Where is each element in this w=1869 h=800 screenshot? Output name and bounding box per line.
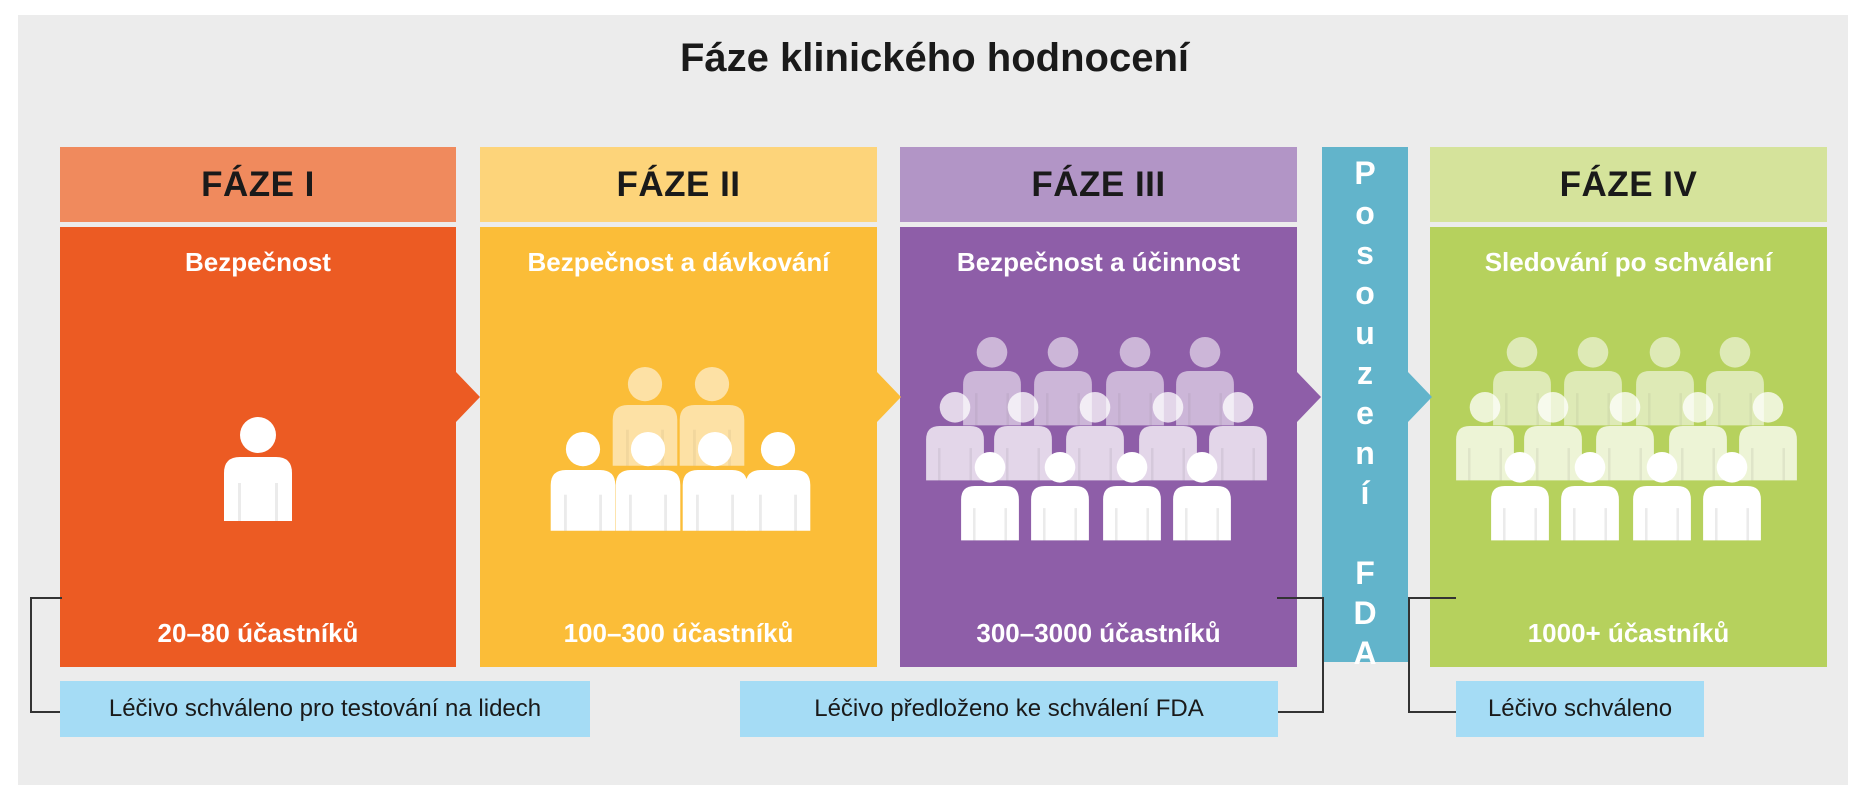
person-icon: [615, 432, 681, 531]
fda-review-letter: u: [1355, 315, 1375, 351]
phase-4-header: FÁZE IV: [1430, 147, 1827, 222]
note-drug-approved: Léčivo schváleno: [1456, 681, 1704, 737]
fda-review-letter: D: [1353, 595, 1377, 631]
phase-3-subtitle: Bezpečnost a účinnost: [956, 247, 1241, 277]
phase-4-subtitle: Sledování po schválení: [1484, 247, 1773, 277]
person-icon: [1703, 452, 1761, 541]
person-icon: [1066, 392, 1124, 481]
person-icon: [1139, 392, 1197, 481]
person-icon: [1173, 452, 1231, 541]
person-icon: [1561, 452, 1619, 541]
phase-4-participants: 1000+ účastníků: [1527, 618, 1730, 648]
person-icon: [550, 432, 616, 531]
arrow-right-icon: [877, 372, 901, 422]
fda-review-letter: n: [1355, 435, 1375, 471]
person-icon: [1106, 337, 1164, 426]
person-icon: [926, 392, 984, 481]
person-icon: [1209, 392, 1267, 481]
person-icon: [963, 337, 1021, 426]
note-submitted-to-fda: Léčivo předloženo ke schválení FDA: [740, 681, 1278, 737]
phase-3-participants: 300–3000 účastníků: [976, 618, 1221, 648]
phase-2: FÁZE II Bezpečnost a dávkování 100–300 ú…: [480, 147, 877, 667]
phase-2-body: Bezpečnost a dávkování 100–300 účastníků: [480, 227, 877, 667]
bracket-line: [1408, 597, 1456, 713]
phase-1-subtitle: Bezpečnost: [185, 247, 331, 277]
person-icon: [994, 392, 1052, 481]
phase-3-header: FÁZE III: [900, 147, 1297, 222]
person-icon: [1739, 392, 1797, 481]
person-icon: [1524, 392, 1582, 481]
arrow-right-icon: [1297, 372, 1321, 422]
person-icon: [961, 452, 1019, 541]
person-icon: [1633, 452, 1691, 541]
fda-review-letter: s: [1356, 235, 1374, 271]
person-icon: [1491, 452, 1549, 541]
person-icon: [1031, 452, 1089, 541]
phase-1-participants: 20–80 účastníků: [157, 618, 359, 648]
fda-review-letter: A: [1353, 635, 1377, 671]
fda-review-letter: P: [1354, 155, 1376, 191]
phase-4-body: Sledování po schválení 1000+ účastníků: [1430, 227, 1827, 667]
fda-review-letter: o: [1355, 195, 1375, 231]
phase-1-header: FÁZE I: [60, 147, 456, 222]
fda-review-letter: í: [1360, 475, 1370, 511]
phase-1-people-icon: [224, 417, 292, 521]
phase-1: FÁZE I Bezpečnost 20–80 účastníků: [60, 147, 456, 667]
person-icon: [1176, 337, 1234, 426]
phase-2-subtitle: Bezpečnost a dávkování: [527, 247, 830, 277]
diagram-title: Fáze klinického hodnocení: [680, 36, 1189, 80]
person-icon: [1034, 337, 1092, 426]
phase-4: FÁZE IV Sledování po schválení 1000+ úča…: [1430, 147, 1827, 667]
bracket-line: [30, 597, 62, 713]
person-icon: [1564, 337, 1622, 426]
phase-3-body: Bezpečnost a účinnost 300–3000 účastníků: [900, 227, 1297, 667]
person-icon: [1596, 392, 1654, 481]
bracket-line: [1277, 597, 1324, 713]
person-icon: [1103, 452, 1161, 541]
phase-2-header: FÁZE II: [480, 147, 877, 222]
person-icon: [1706, 337, 1764, 426]
phase-4-people-icon: [1456, 337, 1797, 541]
phase-3: FÁZE III Bezpečnost a účinnost 300–3000 …: [900, 147, 1297, 667]
fda-review-letter: F: [1355, 555, 1375, 591]
person-icon: [1456, 392, 1514, 481]
arrow-right-icon: [456, 372, 480, 422]
phase-2-participants: 100–300 účastníků: [563, 618, 794, 648]
phase-3-people-icon: [926, 337, 1267, 541]
person-icon: [224, 417, 292, 521]
arrow-right-icon: [1408, 372, 1432, 422]
fda-review-letter: z: [1357, 355, 1373, 391]
person-icon: [1493, 337, 1551, 426]
note-approved-for-human-testing: Léčivo schváleno pro testování na lidech: [60, 681, 590, 737]
phase-2-people-icon: [550, 367, 811, 531]
person-icon: [1669, 392, 1727, 481]
person-icon: [682, 432, 748, 531]
phase-1-body: Bezpečnost 20–80 účastníků: [60, 227, 456, 667]
person-icon: [745, 432, 811, 531]
fda-review-letter: e: [1356, 395, 1374, 431]
fda-review-letter: o: [1355, 275, 1375, 311]
person-icon: [1636, 337, 1694, 426]
